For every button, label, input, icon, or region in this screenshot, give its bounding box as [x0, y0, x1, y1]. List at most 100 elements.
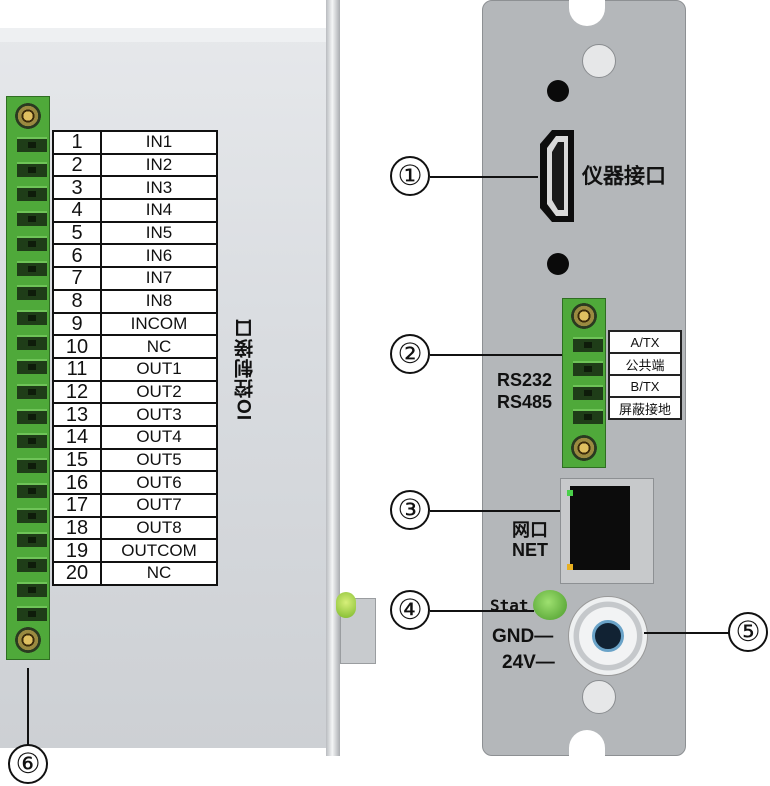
io-interface-label: IO控制接口: [235, 318, 256, 421]
serial-pin-label: 屏蔽接地: [608, 396, 682, 420]
terminal-pin: [17, 285, 47, 301]
terminal-pin: [17, 433, 47, 449]
terminal-screw-top: [15, 103, 41, 129]
pin-number: 14: [52, 424, 102, 450]
mounting-hole-top: [582, 44, 616, 78]
pin-number: 9: [52, 311, 102, 337]
pin-number: 2: [52, 152, 102, 178]
callout-5-leader: [644, 632, 730, 634]
terminal-screw-bottom: [15, 627, 41, 653]
serial-screw-top: [571, 303, 597, 329]
pin-number: 8: [52, 288, 102, 314]
pin-signal: INCOM: [100, 311, 218, 337]
pin-number: 7: [52, 266, 102, 291]
table-row: 公共端: [608, 352, 682, 376]
terminal-pin: [17, 359, 47, 375]
terminal-pin: [17, 309, 47, 325]
serial-terminal-pin: [573, 361, 603, 376]
terminal-pin: [17, 606, 47, 622]
pin-number: 19: [52, 538, 102, 564]
rs232-label: RS232: [497, 370, 553, 390]
terminal-pin: [17, 408, 47, 424]
pin-number: 11: [52, 356, 102, 382]
callout-6: ⑥: [8, 744, 48, 784]
pin-number: 3: [52, 175, 102, 201]
pin-signal: OUT6: [100, 470, 218, 495]
io-terminal-block: [6, 96, 50, 660]
callout-3-leader: [430, 510, 560, 512]
side-led: [336, 592, 356, 618]
pin-signal: OUT7: [100, 493, 218, 518]
hdmi-screw-bottom: [547, 253, 569, 275]
pin-number: 12: [52, 379, 102, 405]
hdmi-screw-top: [547, 80, 569, 102]
pin-number: 1: [52, 130, 102, 155]
pin-number: 10: [52, 334, 102, 359]
pin-signal: IN3: [100, 175, 218, 201]
terminal-pin: [17, 186, 47, 202]
pin-signal: IN5: [100, 220, 218, 246]
ethernet-link-led: [567, 490, 573, 496]
terminal-pin: [17, 161, 47, 177]
terminal-pin: [17, 260, 47, 276]
callout-4: ④: [390, 590, 430, 630]
pin-signal: NC: [100, 561, 218, 586]
pin-number: 4: [52, 198, 102, 223]
network-label-cn: 网口: [512, 520, 548, 540]
serial-terminal-pin: [573, 337, 603, 352]
callout-3: ③: [390, 490, 430, 530]
pin-signal: IN4: [100, 198, 218, 223]
pin-number: 15: [52, 447, 102, 473]
terminal-pin: [17, 384, 47, 399]
table-row: 屏蔽接地: [608, 396, 682, 420]
terminal-pin: [17, 334, 47, 350]
hdmi-port-icon: [540, 130, 574, 222]
callout-6-leader: [27, 668, 29, 746]
serial-screw-bottom: [571, 435, 597, 461]
pin-signal: IN7: [100, 266, 218, 291]
pin-signal: IN2: [100, 152, 218, 178]
pin-signal: IN8: [100, 288, 218, 314]
terminal-pin: [17, 235, 47, 251]
pin-signal: OUT2: [100, 379, 218, 405]
table-row: A/TX: [608, 330, 682, 354]
callout-2-leader: [430, 354, 562, 356]
terminal-pin: [17, 581, 47, 597]
panel-notch-bottom: [569, 730, 605, 760]
callout-2: ②: [390, 334, 430, 374]
mounting-hole-bottom: [582, 680, 616, 714]
terminal-pin: [17, 507, 47, 523]
pin-number: 18: [52, 515, 102, 541]
pin-number: 6: [52, 243, 102, 269]
terminal-pin: [17, 532, 47, 548]
power-connector-pins: [592, 620, 624, 652]
mounting-flange-edge: [326, 0, 340, 756]
pin-signal: IN1: [100, 130, 218, 155]
terminal-pin: [17, 556, 47, 572]
table-row: B/TX: [608, 374, 682, 398]
pin-signal: OUT4: [100, 424, 218, 450]
terminal-pin: [17, 137, 47, 152]
pin-signal: OUTCOM: [100, 538, 218, 564]
